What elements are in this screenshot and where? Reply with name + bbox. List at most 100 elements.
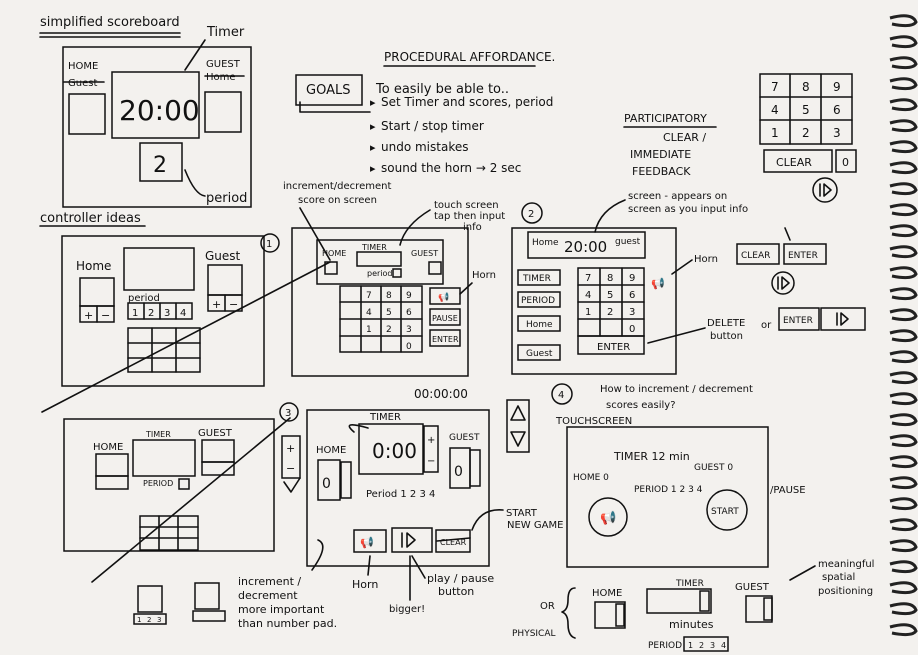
zero-key: 0 (842, 156, 849, 169)
spatial-note: positioning (818, 586, 873, 597)
incdec-bottom-note: than number pad. (238, 617, 337, 630)
sb-home-label: HOME (68, 61, 98, 72)
c1-period-1: 1 (132, 308, 138, 319)
timer-annotation: Timer (206, 25, 245, 40)
c3-home-button: Home (526, 320, 553, 330)
incdec-note: increment/decrement (283, 181, 391, 192)
keypad-key: 8 (802, 80, 810, 94)
spiral-ring (889, 308, 918, 322)
delete-note: button (710, 331, 743, 342)
megaphone-icon: 📢 (438, 291, 449, 303)
incdec-bottom-note: increment / (238, 575, 301, 588)
spiral-ring (889, 35, 918, 49)
incdec-bottom-note: more important (238, 603, 325, 616)
sb-period: 2 (153, 153, 167, 178)
keypad-key: 8 (607, 273, 613, 284)
start-new-note: START (506, 508, 538, 519)
spiral-ring (889, 161, 918, 175)
c1-home-plus: + (84, 309, 93, 322)
goals-intro: To easily be able to.. (375, 82, 509, 97)
c1-period-3: 3 (164, 308, 170, 319)
c2-home-label: HOME (322, 249, 346, 258)
c5-guest-label: GUEST (449, 433, 480, 443)
keypad-key: 2 (802, 126, 810, 140)
keypad-key: 6 (833, 103, 841, 117)
spiral-binding (889, 14, 918, 637)
spiral-ring (889, 455, 918, 469)
c5-timer-minus: − (427, 456, 435, 467)
goals-label: GOALS (306, 83, 350, 98)
spiral-ring (889, 518, 918, 532)
question-note: scores easily? (606, 400, 676, 411)
spiral-ring (889, 224, 918, 238)
physical-timer: TIMER (675, 579, 704, 589)
c1-home-label: Home (76, 259, 111, 273)
participatory-line: CLEAR / (663, 131, 706, 144)
keypad-key: 5 (607, 290, 613, 301)
c6-timer: TIMER 12 min (613, 450, 690, 463)
c5-timer-label: TIMER (369, 412, 401, 423)
spiral-ring (889, 560, 918, 574)
question-note: How to increment / decrement (600, 384, 753, 395)
c3-guest-button: Guest (526, 349, 553, 359)
c5-time: 0:00 (372, 439, 417, 463)
c4-home-label: HOME (93, 442, 123, 453)
c3-guest-label: guest (615, 237, 641, 247)
keypad-key: 6 (406, 308, 412, 318)
sb-guest-struck: Guest (68, 78, 97, 89)
keypad-key: 5 (802, 103, 810, 117)
c3-enter-button: ENTER (597, 342, 630, 353)
c6-period: PERIOD 1 2 3 4 (634, 485, 703, 495)
c4-guest-label: GUEST (198, 428, 233, 439)
keypad-key: 2 (386, 325, 392, 335)
touch-note: tap then input (434, 211, 505, 222)
controller-4: 3 HOME TIMER GUEST PERIOD (63, 402, 299, 552)
participatory-title: PARTICIPATORY (624, 112, 707, 125)
keypad-key: 8 (386, 291, 392, 301)
affordance-title: PROCEDURAL AFFORDANCE. (384, 50, 555, 64)
spiral-ring (889, 203, 918, 217)
c5-timer-plus: + (427, 435, 435, 446)
keypad-key: 7 (366, 291, 372, 301)
spiral-ring (889, 56, 918, 70)
physical-or: OR (540, 601, 555, 612)
spiral-ring (889, 581, 918, 595)
enter-alt-2: ENTER (788, 251, 818, 261)
physical-label: PHYSICAL (512, 629, 556, 639)
goal-item: undo mistakes (381, 140, 468, 154)
keypad-key: 7 (585, 273, 591, 284)
touch-note: info (463, 222, 482, 233)
spiral-ring (889, 98, 918, 112)
c2-guest-label: GUEST (411, 249, 438, 258)
controller-3: 2 Home 20:00 guest TIMER PERIOD Home Gue… (511, 202, 866, 375)
goal-bullet: ▸ (370, 141, 376, 154)
sb-home-struck: Home (206, 72, 236, 83)
controller-5: TIMER 0:00 + − HOME 0 GUEST 0 Period 1 2… (306, 409, 490, 567)
scoreboard-frame (62, 46, 252, 208)
playpause-note: button (438, 585, 474, 598)
physical-controller: OR PHYSICAL HOME TIMER minutes GUEST PER… (512, 579, 773, 652)
c3-home-label: Home (532, 238, 559, 248)
c5-home-score: 0 (322, 476, 331, 492)
c5-clear-button: CLEAR (440, 538, 467, 547)
spiral-ring (889, 182, 918, 196)
keypad-key: 3 (629, 307, 635, 318)
c1-guest-plus: + (212, 298, 221, 311)
keypad-key: 4 (771, 103, 779, 117)
start-new-note: NEW GAME (507, 520, 563, 531)
keypad-key: 9 (406, 291, 412, 301)
controller-1: 1 Home Guest + − + − period 1 2 3 4 (61, 233, 280, 387)
spiral-ring (889, 329, 918, 343)
clear-alt: CLEAR (741, 251, 770, 261)
physical-guest: GUEST (735, 582, 770, 593)
horn-note: Horn (352, 578, 378, 591)
c3-time: 20:00 (564, 238, 607, 256)
sb-guest-label: GUEST (206, 59, 241, 70)
spiral-ring (889, 350, 918, 364)
spiral-ring (889, 371, 918, 385)
c6-megaphone-icon: 📢 (600, 510, 616, 526)
screen-note: screen - appears on (628, 191, 727, 202)
participatory-line: FEEDBACK (632, 165, 691, 178)
